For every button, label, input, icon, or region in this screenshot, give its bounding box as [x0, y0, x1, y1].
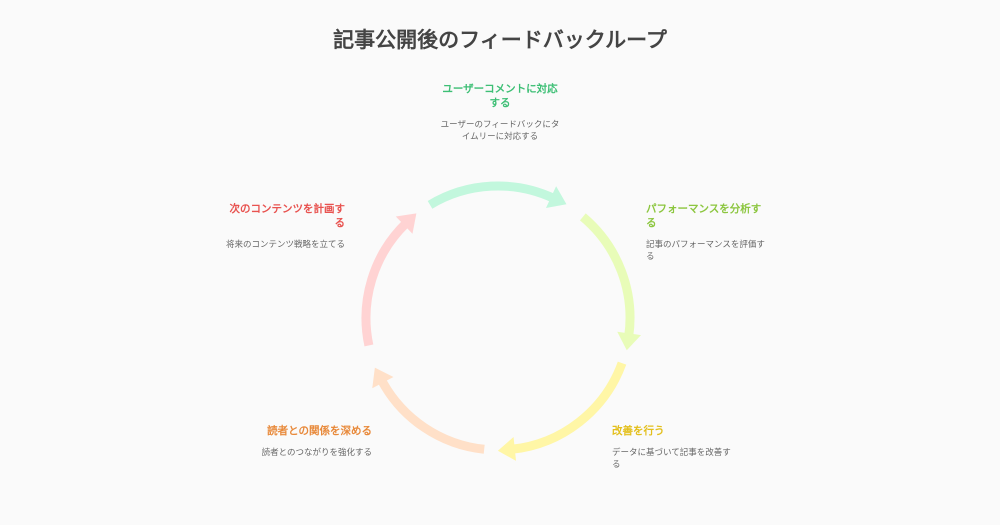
node-heading: 次のコンテンツを計画する — [229, 203, 346, 229]
node-description: 将来のコンテンツ戦略を立てる — [225, 240, 345, 250]
arrowhead-icon — [372, 367, 394, 389]
node-heading: 読者との関係を深める — [267, 425, 372, 437]
node-description: ユーザーのフィードバックにタイムリーに対応する — [440, 120, 560, 142]
node-heading: ユーザーコメントに対応する — [442, 83, 558, 109]
arrowhead-icon — [617, 331, 642, 351]
cycle-arc — [361, 219, 410, 347]
node-heading: パフォーマンスを分析する — [646, 203, 762, 229]
arrowhead-icon — [545, 186, 567, 208]
node-description: 読者とのつながりを強化する — [261, 448, 372, 458]
cycle-arc — [579, 213, 635, 337]
diagram-title: 記事公開後のフィードバックループ — [333, 28, 667, 52]
node-plan-next: 次のコンテンツを計画する 将来のコンテンツ戦略を立てる — [225, 202, 345, 251]
cycle-arc — [511, 361, 627, 454]
arrowhead-icon — [395, 213, 417, 234]
node-deepen-relationship: 読者との関係を深める 読者とのつながりを強化する — [252, 424, 372, 459]
cycle-arc — [427, 181, 556, 209]
node-improve: 改善を行う データに基づいて記事を改善する — [612, 424, 732, 471]
node-respond-comments: ユーザーコメントに対応する ユーザーのフィードバックにタイムリーに対応する — [440, 82, 560, 143]
node-analyze-performance: パフォーマンスを分析する 記事のパフォーマンスを評価する — [646, 202, 766, 263]
node-description: 記事のパフォーマンスを評価する — [646, 240, 765, 262]
node-heading: 改善を行う — [612, 425, 665, 437]
node-description: データに基づいて記事を改善する — [612, 448, 731, 470]
cycle-arc — [377, 377, 485, 454]
arrowhead-icon — [497, 437, 517, 461]
